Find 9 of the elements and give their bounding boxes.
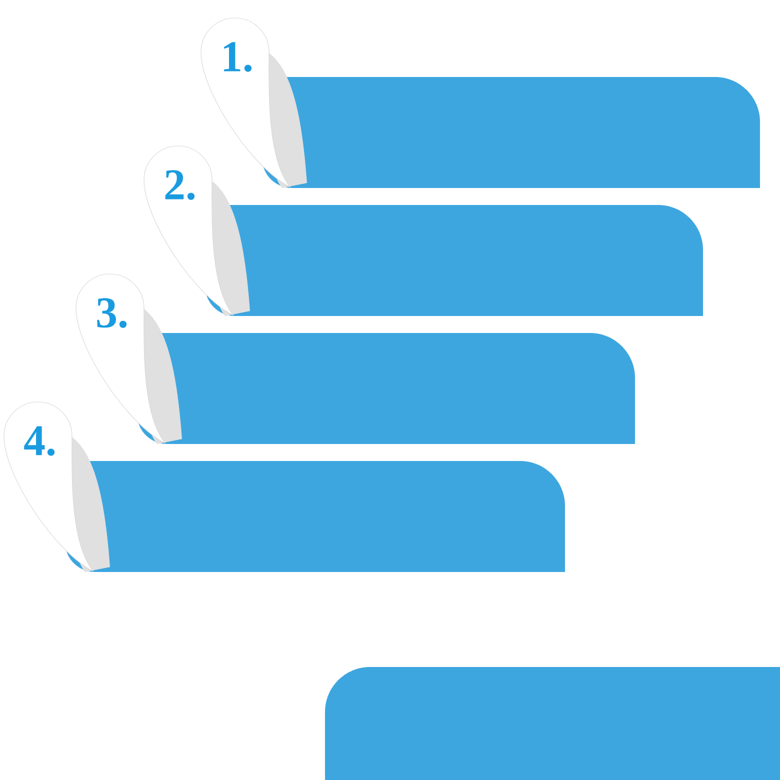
numbered-banner: 1. xyxy=(200,18,760,188)
numbered-banner: 2. xyxy=(144,146,703,316)
numbered-banner: 3. xyxy=(76,274,635,444)
node-label: 3. xyxy=(97,298,127,328)
node-label: 2. xyxy=(165,170,195,200)
node-label: 4. xyxy=(24,426,55,456)
node-label: 1. xyxy=(224,42,252,72)
banner xyxy=(325,667,780,780)
numbered-banner: 4. xyxy=(4,402,565,572)
